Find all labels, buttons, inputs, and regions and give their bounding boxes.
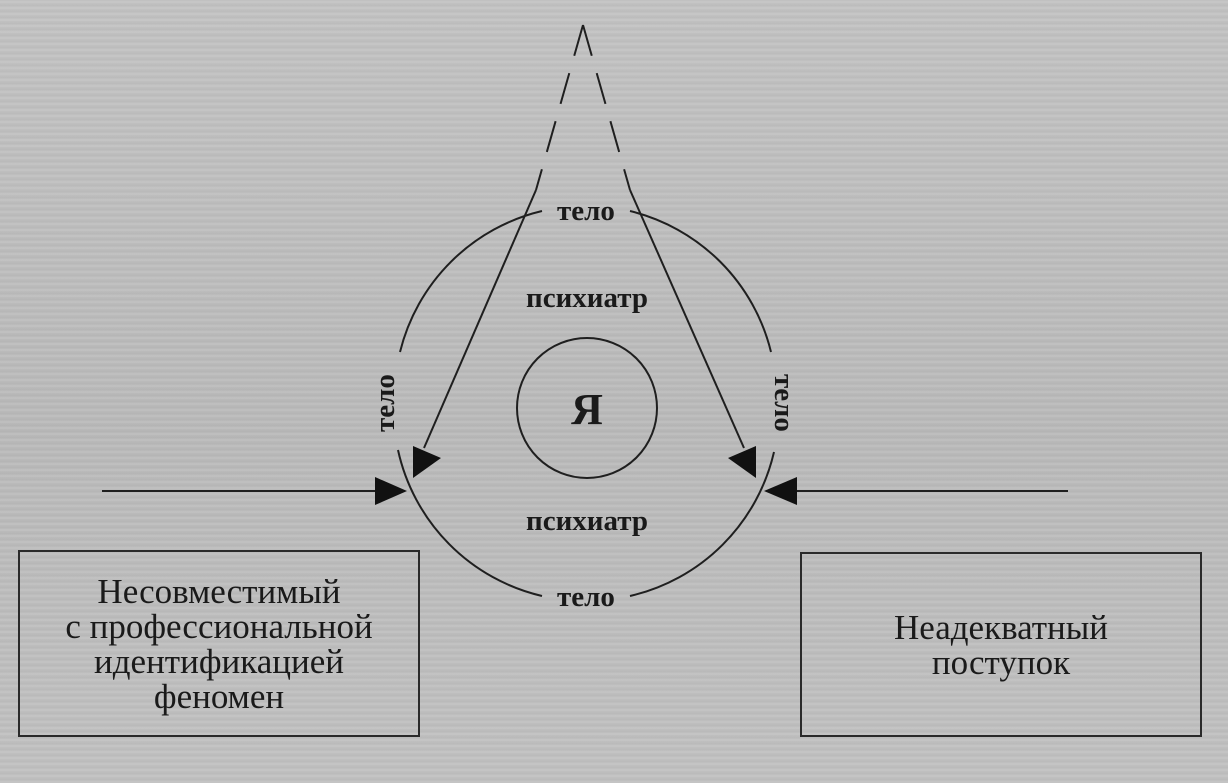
box-incompatible-phenomenon: Несовместимый с профессиональной идентиф…	[18, 550, 420, 737]
label-body-left: тело	[369, 374, 401, 432]
arrowhead-left-horizontal	[375, 477, 407, 505]
label-body-top: тело	[557, 195, 615, 227]
dashed-line-right	[582, 24, 631, 191]
diagonal-arrow-left-line	[423, 189, 537, 449]
outer-circle-arc-top-left	[399, 210, 543, 353]
center-label-ya: Я	[571, 385, 603, 434]
box-right-line: поступок	[931, 642, 1071, 682]
box-inadequate-act-text: Неадекватный поступок	[894, 610, 1108, 680]
label-body-right: тело	[768, 374, 800, 432]
arrowhead-left-diagonal	[413, 446, 441, 478]
outer-circle-arc-bottom-right	[629, 451, 775, 597]
inner-circle	[516, 337, 658, 479]
label-psychiatrist-top: психиатр	[526, 282, 648, 314]
outer-circle-arc-bottom-left	[397, 449, 543, 597]
box-left-line: феномен	[153, 676, 285, 716]
box-left-line: с профессиональной	[65, 606, 373, 646]
box-incompatible-phenomenon-text: Несовместимый с профессиональной идентиф…	[65, 574, 372, 714]
box-left-line: идентификацией	[94, 641, 344, 681]
box-inadequate-act: Неадекватный поступок	[800, 552, 1202, 737]
diagonal-arrow-right-line	[629, 189, 745, 449]
box-right-line: Неадекватный	[893, 607, 1109, 647]
label-psychiatrist-bottom: психиатр	[526, 505, 648, 537]
arrowhead-right-diagonal	[728, 446, 756, 478]
outer-circle-arc-top-right	[629, 210, 772, 353]
arrowhead-right-horizontal	[764, 477, 797, 505]
box-left-line: Несовместимый	[97, 571, 341, 611]
label-body-bottom: тело	[557, 581, 615, 613]
dashed-line-left	[535, 24, 584, 191]
